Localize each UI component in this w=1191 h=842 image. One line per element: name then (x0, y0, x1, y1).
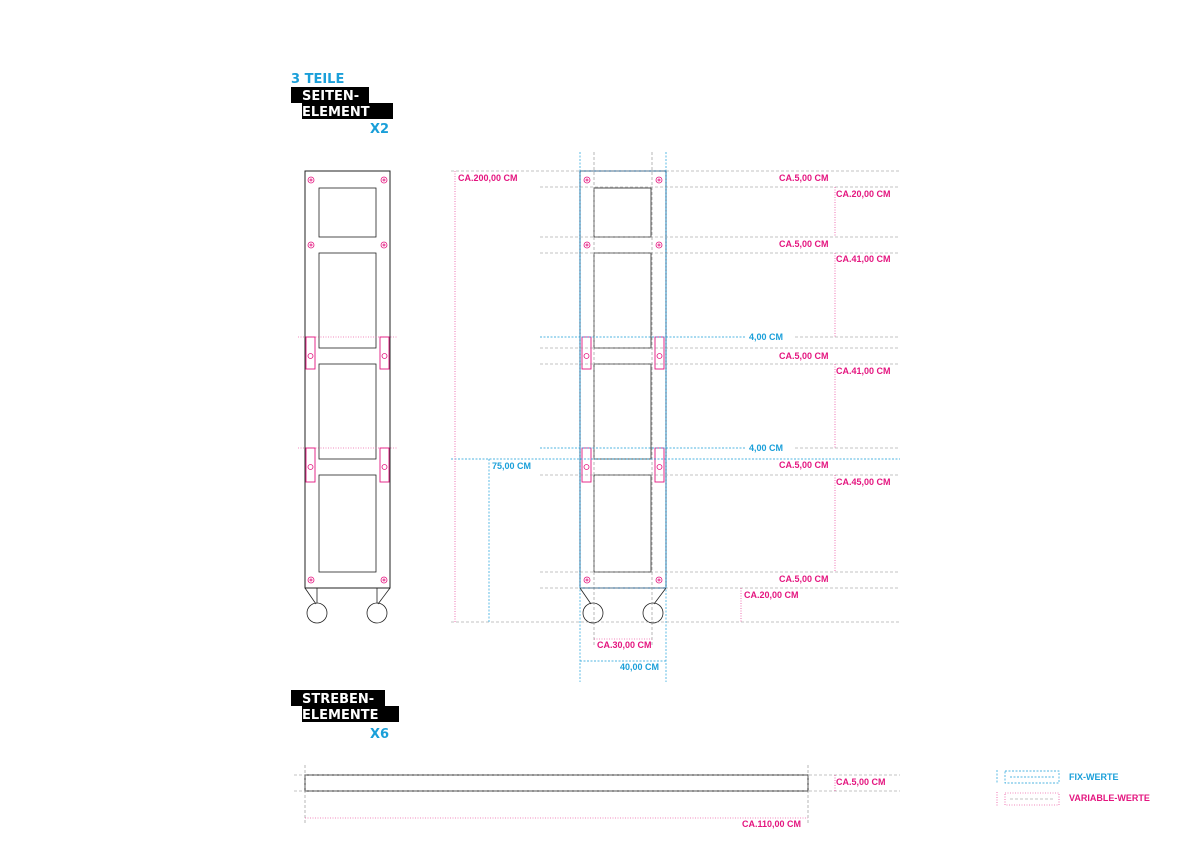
dim-inner-width: CA.30,00 CM (597, 640, 652, 650)
legend-fixed-label: FIX-WERTE (1069, 772, 1119, 782)
side-element-drawing-left (298, 170, 397, 624)
dim-top-bar: CA.5,00 CM (779, 173, 829, 183)
panel-opening-3 (318, 363, 377, 460)
legend-variable-label: VARIABLE-WERTE (1069, 793, 1150, 803)
title-block-side-element: 3 TEILE SEITEN- ELEMENT X2 (291, 72, 393, 137)
dim-bottom-bar: CA.5,00 CM (779, 574, 829, 584)
legend-fixed-swatch (1004, 770, 1060, 784)
title-quantity-struts: X6 (370, 727, 389, 742)
dim-panel-4: CA.45,00 CM (836, 477, 891, 487)
title-bar-4 (302, 706, 399, 722)
bolts-left (307, 176, 388, 584)
dim-gap-1: 4,00 CM (749, 332, 783, 342)
side-frame (304, 170, 391, 589)
dim-outer-width: 40,00 CM (620, 662, 659, 672)
panel-opening-3-dim (593, 363, 652, 460)
strut-drawing: CA.5,00 CM CA.110,00 CM (294, 765, 900, 829)
title-parts-count: 3 TEILE (291, 72, 344, 87)
panel-opening-2 (318, 252, 377, 349)
bolts-right (583, 176, 663, 584)
dim-total-height: CA.200,00 CM (458, 173, 518, 183)
wheels-left (304, 587, 391, 624)
title-bar-2 (302, 103, 393, 119)
dimension-leaders (454, 171, 836, 662)
strut-bar (304, 774, 809, 792)
dim-panel-2: CA.41,00 CM (836, 254, 891, 264)
panel-opening-1-dim (593, 187, 652, 238)
legend: FIX-WERTE VARIABLE-WERTE (996, 770, 1150, 806)
title-element: ELEMENT (302, 105, 370, 120)
title-struts: STREBEN- (302, 692, 374, 707)
dim-wheels: CA.20,00 CM (744, 590, 799, 600)
panel-opening-1 (318, 187, 377, 238)
panel-opening-4 (318, 474, 377, 573)
side-element-drawing-dimensioned: CA.200,00 CM 75,00 CM CA.5,00 CM CA.20,0… (451, 152, 900, 682)
title-side: SEITEN- (302, 89, 359, 104)
dim-lower-height: 75,00 CM (492, 461, 531, 471)
title-elements: ELEMENTE (302, 708, 379, 723)
legend-variable-swatch (1004, 792, 1060, 806)
panel-opening-2-dim (593, 252, 652, 349)
wheels-right (579, 587, 667, 624)
title-quantity: X2 (370, 122, 389, 137)
title-bar-3 (291, 690, 385, 706)
width-extension-lines (579, 152, 667, 682)
dim-bar-4: CA.5,00 CM (779, 460, 829, 470)
dim-strut-length: CA.110,00 CM (742, 819, 801, 829)
dim-bar-3: CA.5,00 CM (779, 351, 829, 361)
dim-panel-3: CA.41,00 CM (836, 366, 891, 376)
panel-opening-4-dim (593, 474, 652, 573)
dim-gap-2: 4,00 CM (749, 443, 783, 453)
hinges-left (298, 336, 397, 483)
height-extension-lines (451, 170, 900, 623)
title-bar-1 (291, 87, 369, 103)
outer-width-frame (579, 170, 667, 589)
title-block-struts: STREBEN- ELEMENTE X6 (291, 690, 399, 742)
dim-strut-height: CA.5,00 CM (836, 777, 886, 787)
dim-panel-1: CA.20,00 CM (836, 189, 891, 199)
dim-bar-2: CA.5,00 CM (779, 239, 829, 249)
